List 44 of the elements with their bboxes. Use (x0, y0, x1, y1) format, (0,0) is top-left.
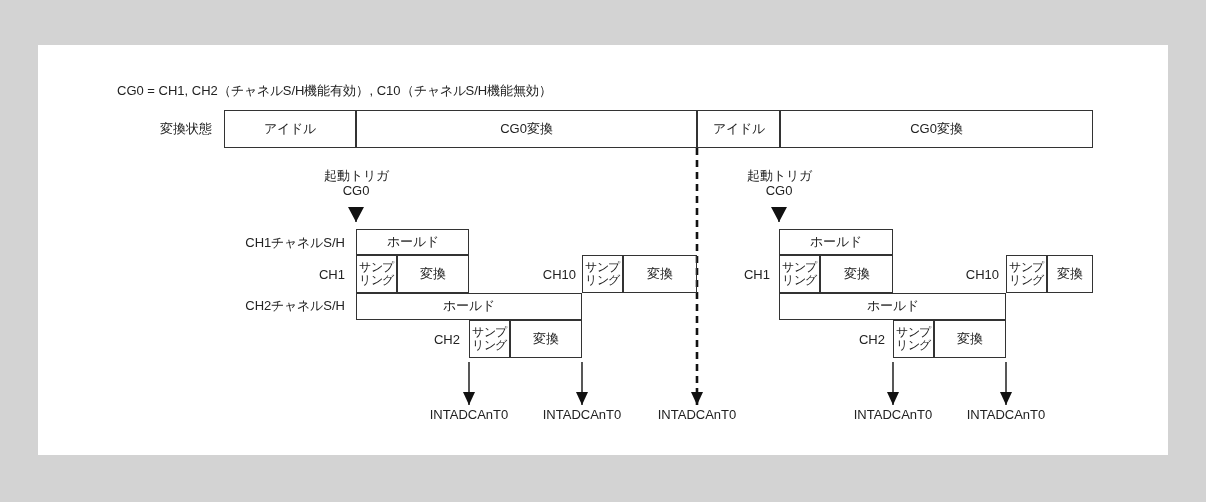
trigger-arrow (348, 207, 364, 223)
sampling-box: サンプリング (469, 320, 510, 358)
conversion-box: 変換 (510, 320, 582, 358)
interrupt-label: INTADCAnT0 (848, 406, 938, 424)
hold-box: ホールド (356, 229, 469, 255)
diagram-title: CG0 = CH1, CH2（チャネルS/H機能有効）, C10（チャネルS/H機能無効） (117, 82, 553, 100)
conversion-box: 変換 (934, 320, 1006, 358)
arrow (1000, 361, 1012, 406)
conversion-box: 変換 (1047, 255, 1093, 293)
interrupt-label: INTADCAnT0 (961, 406, 1051, 424)
hold-box: ホールド (779, 229, 893, 255)
arrow (463, 361, 475, 406)
conversion-box: 変換 (623, 255, 697, 293)
state-segment: アイドル (697, 110, 780, 148)
state-segment: CG0変換 (780, 110, 1093, 148)
row-label: CH2チャネルS/H (245, 297, 345, 315)
trigger-arrow (771, 207, 787, 223)
sampling-box: サンプリング (779, 255, 820, 293)
row-label: CH2 (434, 331, 460, 347)
conversion-box: 変換 (397, 255, 469, 293)
dashed-arrow (691, 148, 703, 405)
row-label: CH1チャネルS/H (245, 234, 345, 252)
interrupt-label: INTADCAnT0 (537, 406, 627, 424)
trigger-label: 起動トリガ CG0 (739, 164, 819, 204)
conversion-box: 変換 (820, 255, 893, 293)
sampling-box: サンプリング (893, 320, 934, 358)
arrow (887, 361, 899, 406)
hold-box: ホールド (779, 293, 1006, 320)
sampling-box: サンプリング (1006, 255, 1047, 293)
hold-box: ホールド (356, 293, 582, 320)
row-label: CH1 (319, 266, 345, 282)
row-label: CH10 (542, 266, 576, 282)
row-label: CH2 (859, 331, 885, 347)
interrupt-label: INTADCAnT0 (424, 406, 514, 424)
state-segment: CG0変換 (356, 110, 697, 148)
trigger-label: 起動トリガ CG0 (316, 164, 396, 204)
sampling-box: サンプリング (356, 255, 397, 293)
sampling-box: サンプリング (582, 255, 623, 293)
interrupt-label: INTADCAnT0 (652, 406, 742, 424)
row-label: 変換状態 (160, 120, 212, 138)
row-label: CH1 (744, 266, 770, 282)
arrow (576, 361, 588, 406)
state-segment: アイドル (224, 110, 356, 148)
row-label: CH10 (965, 266, 999, 282)
